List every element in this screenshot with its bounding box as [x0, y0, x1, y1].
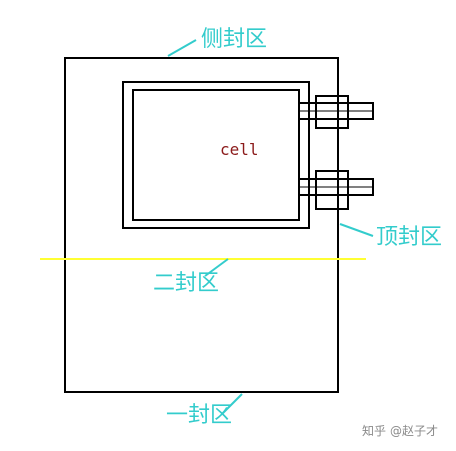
watermark: 知乎 @赵子才: [362, 424, 438, 438]
second-seal-pointer: [204, 258, 229, 277]
tab-bottom: [298, 170, 374, 210]
watermark-handle: @赵子才: [390, 424, 438, 438]
first-seal-pointer: [221, 393, 243, 415]
side-seal-pointer: [167, 39, 197, 57]
outer-pouch: [64, 57, 339, 393]
first-seal-label: 一封区: [166, 403, 232, 428]
top-seal-pointer: [339, 223, 374, 237]
top-seal-label: 顶封区: [376, 225, 442, 250]
side-seal-label: 侧封区: [201, 27, 267, 52]
watermark-platform: 知乎: [362, 424, 386, 438]
cell-label: cell: [220, 140, 259, 159]
tab-top: [298, 95, 374, 129]
cell-inner-frame: [132, 89, 300, 221]
second-seal-label: 二封区: [153, 271, 219, 296]
cell-outer-frame: [122, 81, 310, 229]
